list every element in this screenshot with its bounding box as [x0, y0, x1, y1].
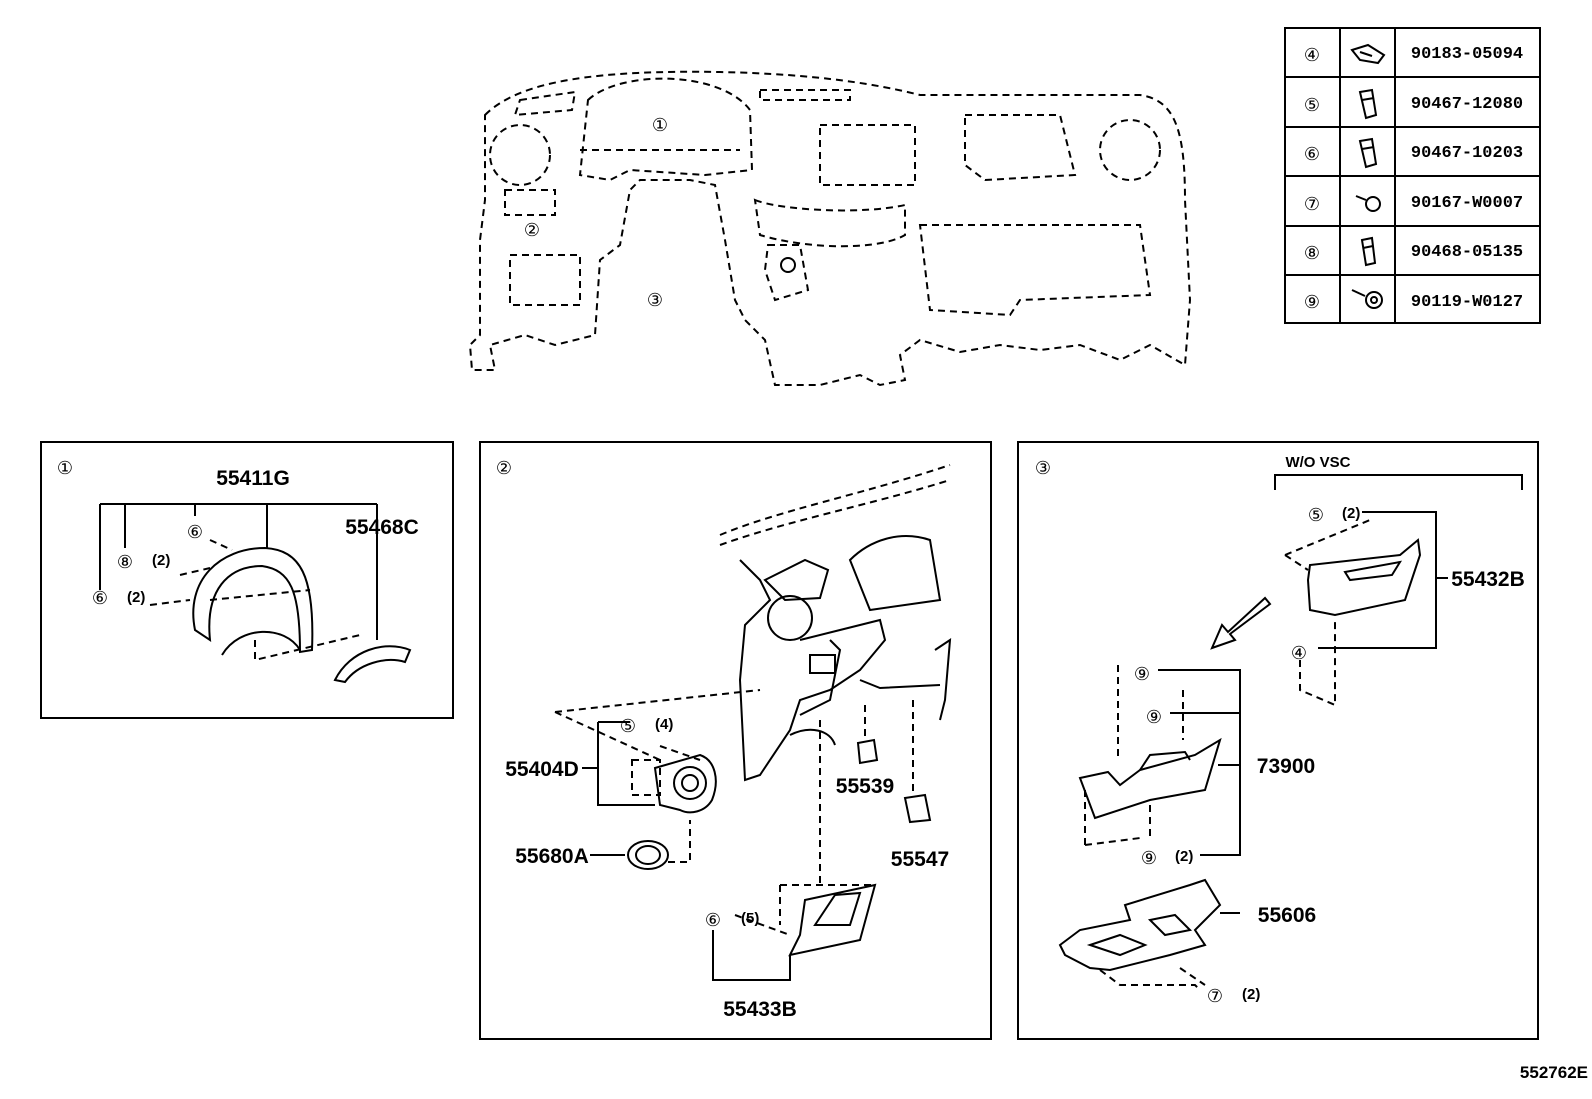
table-row: ⑧ 90468-05135: [1304, 236, 1523, 267]
overview-callout-1: ①: [652, 115, 668, 135]
callout-quantity: (2): [1242, 986, 1260, 1003]
callout-number: ⑤: [620, 716, 636, 736]
dashboard-overview: [468, 70, 1192, 387]
brace-55606-drawing: [1058, 878, 1222, 991]
tray-73900-drawing: [1078, 665, 1222, 846]
overview-callout-2: ②: [524, 220, 540, 240]
instrument-panel-drawing: [719, 464, 952, 782]
variant-bracket: [1274, 474, 1523, 490]
vent-drawing: [554, 689, 761, 814]
part-label-55547: 55547: [891, 848, 949, 871]
table-row: ④ 90183-05094: [1304, 43, 1523, 65]
panel-1: ① 55411G 55468C ⑥ ⑧ (2) ⑥ (2): [40, 441, 454, 719]
clip-nut-icon: [1350, 43, 1386, 65]
callout: ④: [1291, 643, 1307, 663]
callout-number: ⑥: [92, 588, 108, 608]
table-row-number: ⑨: [1304, 292, 1320, 312]
leader-lines: [582, 721, 791, 981]
panel-3: ③ W/O VSC: [1017, 441, 1539, 1040]
table-part-number: 90467-10203: [1411, 144, 1523, 163]
clip-icon: [1358, 137, 1378, 169]
lower-panel-drawing: [734, 720, 877, 957]
callout-quantity: (2): [127, 589, 145, 606]
part-label-55468c: 55468C: [345, 516, 419, 539]
part-label-55411g: 55411G: [216, 467, 290, 490]
callout-number: ⑨: [1141, 848, 1157, 868]
screw-icon: [1355, 195, 1381, 212]
overview-callouts: ① ② ③: [524, 115, 668, 310]
panel-2: ②: [479, 441, 992, 1040]
callout: ⑨: [1134, 664, 1150, 684]
callout-quantity: (2): [1175, 848, 1193, 865]
arrow-icon: [1210, 596, 1272, 650]
callout: ⑤ (2): [1308, 505, 1360, 525]
callout-number: ⑥: [187, 522, 203, 542]
table-row: ⑦ 90167-W0007: [1304, 194, 1523, 214]
clip-55539-drawing: [856, 705, 879, 765]
table-row-number: ⑦: [1304, 194, 1320, 214]
callout: ⑥: [187, 522, 203, 542]
diagram-code: 552762E: [1520, 1063, 1588, 1082]
callout-number: ⑨: [1146, 707, 1162, 727]
part-label-55606: 55606: [1258, 904, 1316, 927]
table-part-number: 90468-05135: [1411, 243, 1523, 262]
part-label-55680a: 55680A: [515, 845, 589, 868]
part-label-55539: 55539: [836, 775, 894, 798]
callout: ⑥ (2): [92, 588, 145, 608]
panel-2-number: ②: [496, 458, 512, 478]
parts-table: ④ 90183-05094 ⑤ 90467-12080 ⑥ 90467-1020…: [1284, 27, 1541, 324]
callout-number: ⑨: [1134, 664, 1150, 684]
table-row-number: ⑥: [1304, 144, 1320, 164]
table-part-number: 90167-W0007: [1411, 194, 1523, 213]
clip-icon: [1358, 88, 1378, 120]
callout: ⑨ (2): [1141, 848, 1193, 868]
callout-number: ⑥: [705, 910, 721, 930]
table-row: ⑥ 90467-10203: [1304, 137, 1523, 169]
clip-icon: [1360, 236, 1377, 267]
panel-3-number: ③: [1035, 458, 1051, 478]
table-part-number: 90183-05094: [1411, 45, 1523, 64]
table-part-number: 90467-12080: [1411, 95, 1523, 114]
panel-1-number: ①: [57, 458, 73, 478]
part-label-55404d: 55404D: [505, 758, 579, 781]
callout: ⑦ (2): [1207, 986, 1260, 1006]
leader-lines: [99, 503, 378, 640]
callout: ⑤ (4): [620, 716, 673, 736]
bolt-icon: [1351, 289, 1383, 309]
table-row-number: ④: [1304, 45, 1320, 65]
leader-lines: [1158, 511, 1448, 914]
overview-callout-3: ③: [647, 290, 663, 310]
table-row-number: ⑤: [1304, 95, 1320, 115]
bracket-55547-drawing: [903, 700, 932, 824]
callout-quantity: (5): [741, 910, 759, 927]
table-row-number: ⑧: [1304, 243, 1320, 263]
callout: ⑥ (5): [705, 910, 759, 930]
callout-number: ⑧: [117, 552, 133, 572]
part-label-55432b: 55432B: [1451, 568, 1525, 591]
part-label-73900: 73900: [1257, 755, 1315, 778]
table-part-number: 90119-W0127: [1411, 293, 1523, 312]
callout: ⑨: [1146, 707, 1162, 727]
cover-55432b-drawing: [1284, 519, 1422, 707]
variant-label: W/O VSC: [1285, 454, 1350, 471]
callout-number: ④: [1291, 643, 1307, 663]
table-row: ⑤ 90467-12080: [1304, 88, 1523, 120]
callout-number: ⑦: [1207, 986, 1223, 1006]
callout-quantity: (2): [152, 552, 170, 569]
knob-drawing: [627, 820, 691, 870]
part-label-55433b: 55433B: [723, 998, 797, 1021]
callout: ⑧ (2): [117, 552, 170, 572]
table-row: ⑨ 90119-W0127: [1304, 289, 1523, 312]
cluster-bezel-drawing: [149, 539, 412, 684]
callout-number: ⑤: [1308, 505, 1324, 525]
callout-quantity: (4): [655, 716, 673, 733]
callout-quantity: (2): [1342, 505, 1360, 522]
